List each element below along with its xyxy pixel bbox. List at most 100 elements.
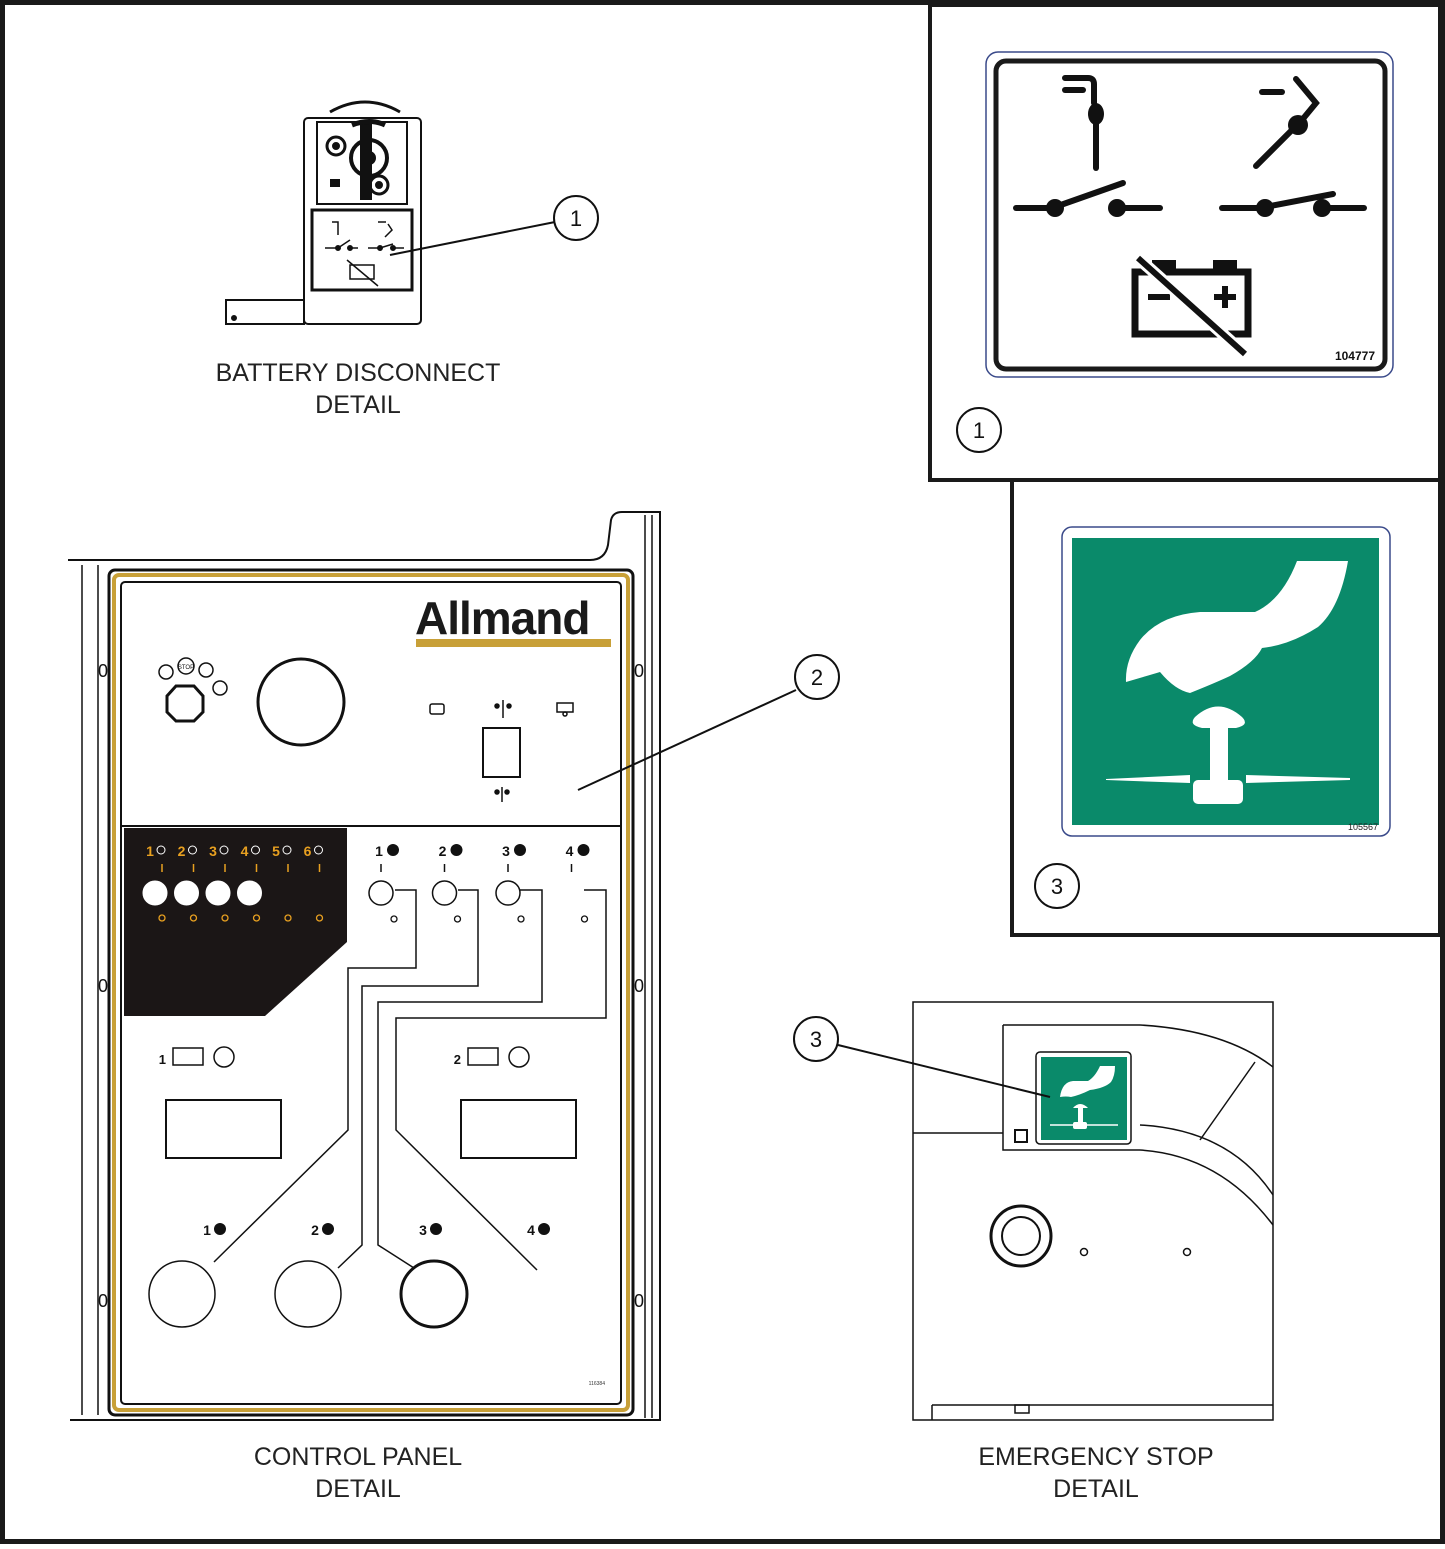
gfci-number: 1 <box>159 1052 166 1067</box>
lamp-number: 1 <box>146 843 154 859</box>
key-stop-label: STOP <box>178 665 194 671</box>
ignition-key-switch: STOP <box>158 657 228 723</box>
outlet-group: 1 2 3 4 <box>148 1222 550 1329</box>
caption-control-line2: DETAIL <box>315 1475 401 1503</box>
svg-text:0: 0 <box>98 976 108 996</box>
lightning-icon <box>430 1223 442 1235</box>
lamp-number: 6 <box>304 843 312 859</box>
twist-lock-outlet <box>148 1260 216 1328</box>
disconnect-switch-open-icon <box>1013 75 1163 217</box>
off-mark <box>252 914 261 922</box>
light-bulb-icon <box>314 845 323 855</box>
light-bulb-icon <box>188 845 197 855</box>
callout-number: 3 <box>1051 874 1063 899</box>
callout-circle <box>1034 863 1080 909</box>
caption-estop-line2: DETAIL <box>1053 1475 1139 1503</box>
gfci-receptacle-1: 1 <box>159 1046 282 1159</box>
callout-number: 2 <box>811 665 823 690</box>
battery-disconnect-detail <box>225 100 556 325</box>
emergency-stop-hand-icon <box>1050 1066 1118 1129</box>
gfci-outlet <box>165 1099 282 1159</box>
outlet-number: 2 <box>311 1222 319 1238</box>
lamp-switch-button <box>237 880 262 906</box>
off-mark <box>453 915 462 923</box>
breaker-group: 1 2 3 4 <box>368 843 590 923</box>
lamp-switch-button <box>205 880 231 906</box>
estop-decal-installed <box>837 1044 1132 1145</box>
lightning-icon <box>514 844 526 856</box>
light-bulb-icon <box>251 845 260 855</box>
lamp-switch-button <box>174 880 199 906</box>
caption-battery-line1: BATTERY DISCONNECT <box>216 359 501 387</box>
decal-1-box: 104777 1 <box>928 3 1442 482</box>
breaker-button <box>368 880 394 906</box>
brand-underline <box>416 639 611 647</box>
off-mark <box>221 914 229 922</box>
callout-circle <box>793 1016 839 1062</box>
off-mark <box>158 914 166 922</box>
lightning-icon <box>538 1223 550 1235</box>
wiring-lines <box>213 889 607 1271</box>
lamp-switch-panel <box>124 828 347 1016</box>
outlet-number: 1 <box>203 1222 211 1238</box>
lamp-number: 5 <box>272 843 280 859</box>
gfci-outlet <box>460 1099 577 1159</box>
caption-battery-line2: DETAIL <box>315 391 401 419</box>
lightning-icon <box>450 844 463 856</box>
breaker-number: 1 <box>375 843 383 859</box>
lightning-icon <box>214 1223 226 1235</box>
outlet-number: 4 <box>527 1222 535 1238</box>
off-mark <box>580 915 589 923</box>
svg-text:0: 0 <box>98 661 108 681</box>
breaker-number: 3 <box>502 843 510 859</box>
off-mark <box>517 915 525 923</box>
breaker-number: 4 <box>566 843 574 859</box>
twist-lock-outlet <box>399 1259 469 1329</box>
svg-text:0: 0 <box>634 661 644 681</box>
mode-toggle-switch <box>482 727 521 778</box>
gfci-number: 2 <box>454 1052 461 1067</box>
callout-number: 1 <box>570 206 582 231</box>
breaker-button <box>431 880 458 906</box>
brand-logo: Allmand <box>415 592 589 644</box>
off-mark <box>315 914 324 922</box>
off-mark <box>189 914 198 922</box>
lightning-icon <box>387 844 399 856</box>
trailer-icon <box>556 702 574 717</box>
gfci-reset-button <box>213 1046 235 1068</box>
decal-part-number: 104777 <box>1335 349 1375 363</box>
callout-circle <box>553 195 599 241</box>
control-panel-detail: 0 0 0 0 0 0 Allmand STOP <box>68 511 797 1421</box>
callout-number: 1 <box>973 418 985 443</box>
callout-circle <box>794 654 840 700</box>
outlet-number: 3 <box>419 1222 427 1238</box>
lightning-icon <box>322 1223 334 1235</box>
off-mark <box>390 915 398 923</box>
gfci-reset-button <box>508 1046 530 1068</box>
tower-light-icon <box>494 787 510 802</box>
callout-circle <box>956 407 1002 453</box>
callout-number: 3 <box>810 1027 822 1052</box>
lamp-number: 3 <box>209 843 217 859</box>
svg-text:0: 0 <box>98 1291 108 1311</box>
hour-meter-gauge <box>256 657 346 747</box>
svg-text:0: 0 <box>634 1291 644 1311</box>
caption-estop-line1: EMERGENCY STOP <box>978 1443 1213 1471</box>
lamp-number: 2 <box>178 843 186 859</box>
gfci-receptacle-2: 2 <box>454 1046 577 1159</box>
tower-light-icon <box>494 700 512 718</box>
off-mark <box>284 914 292 922</box>
lamp-switch-button <box>142 880 168 906</box>
caption-control-line1: CONTROL PANEL <box>254 1443 462 1471</box>
breaker-number: 2 <box>439 843 447 859</box>
decal-3-box: 105567 3 <box>1010 478 1442 937</box>
panel-decal-number: 116384 <box>589 1381 606 1387</box>
lamp-number: 4 <box>241 843 249 859</box>
lightning-icon <box>577 844 590 856</box>
lamp-switch-group: 1 2 3 4 5 6 <box>142 843 324 922</box>
glow-plug-icon <box>429 703 445 715</box>
light-bulb-icon <box>219 845 229 855</box>
